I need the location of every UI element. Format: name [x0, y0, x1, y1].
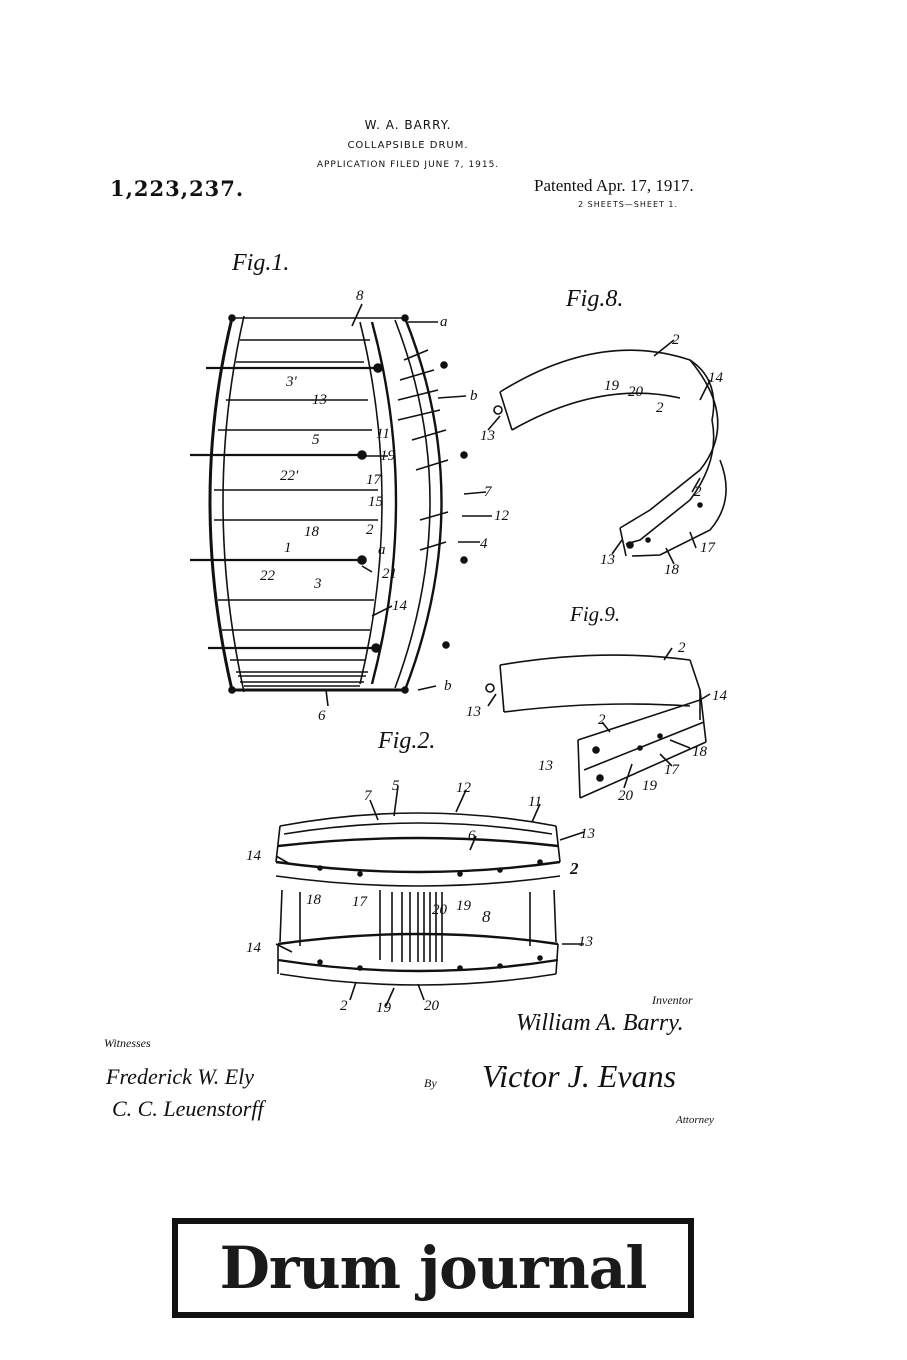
svg-text:a: a — [378, 542, 386, 558]
witnesses-label: Witnesses — [104, 1036, 151, 1050]
svg-text:4: 4 — [480, 536, 488, 552]
svg-text:22: 22 — [260, 568, 276, 584]
svg-text:14: 14 — [392, 598, 408, 614]
patent-filed-date: APPLICATION FILED JUNE 7, 1915. — [316, 160, 500, 170]
svg-text:2: 2 — [672, 332, 680, 348]
svg-text:19: 19 — [604, 378, 620, 394]
svg-text:18: 18 — [306, 892, 322, 908]
svg-text:2: 2 — [656, 400, 664, 416]
svg-text:13: 13 — [578, 934, 593, 950]
svg-text:18: 18 — [304, 524, 320, 540]
svg-text:8: 8 — [356, 288, 364, 304]
svg-text:2: 2 — [694, 484, 702, 500]
svg-text:19: 19 — [380, 448, 396, 464]
svg-text:1: 1 — [284, 540, 292, 556]
svg-text:20: 20 — [628, 384, 644, 400]
svg-text:19: 19 — [456, 898, 472, 914]
fig8-label: Fig.8. — [566, 286, 624, 312]
svg-text:17: 17 — [366, 472, 383, 488]
by-label: By — [424, 1076, 437, 1090]
fig8-segment — [493, 349, 727, 557]
svg-text:13: 13 — [480, 428, 495, 444]
fig1-label: Fig.1. — [232, 250, 290, 276]
cover-title-box: Drum journal — [172, 1218, 694, 1318]
svg-text:19: 19 — [642, 778, 658, 794]
fig2-drum — [275, 812, 561, 986]
inventor-label: Inventor — [652, 993, 693, 1007]
svg-text:22': 22' — [280, 468, 299, 484]
fig9-label: Fig.9. — [570, 602, 621, 626]
inventor-signature: William A. Barry. — [516, 1010, 684, 1036]
witness-signature-1: Frederick W. Ely — [106, 1064, 255, 1089]
svg-text:5: 5 — [312, 432, 320, 448]
svg-text:11: 11 — [528, 794, 542, 810]
svg-text:8: 8 — [482, 907, 491, 926]
patent-inventor-name: W. A. BARRY. — [364, 118, 452, 132]
svg-text:3: 3 — [313, 576, 322, 592]
svg-text:a: a — [440, 314, 448, 330]
svg-text:13: 13 — [600, 552, 615, 568]
svg-text:17: 17 — [664, 762, 681, 778]
svg-text:b: b — [470, 388, 478, 404]
patent-number: 1,223,237. — [110, 176, 245, 201]
svg-text:b: b — [444, 678, 452, 694]
svg-text:18: 18 — [664, 562, 680, 578]
patent-date: Patented Apr. 17, 1917. — [534, 176, 694, 195]
svg-text:21: 21 — [382, 566, 397, 582]
svg-text:14: 14 — [246, 940, 262, 956]
svg-text:5: 5 — [392, 778, 400, 794]
cover-title: Drum journal — [219, 1234, 648, 1302]
patent-title: COLLAPSIBLE DRUM. — [347, 140, 469, 151]
svg-text:17: 17 — [700, 540, 717, 556]
fig2-label: Fig.2. — [378, 728, 436, 754]
svg-text:13: 13 — [538, 758, 553, 774]
patent-sheets: 2 SHEETS—SHEET 1. — [578, 200, 679, 209]
svg-text:6: 6 — [468, 828, 476, 844]
svg-text:12: 12 — [456, 780, 472, 796]
svg-text:2: 2 — [366, 522, 374, 538]
svg-text:11: 11 — [376, 426, 390, 442]
svg-text:7: 7 — [364, 788, 373, 804]
svg-text:3': 3' — [285, 374, 298, 390]
svg-text:2: 2 — [598, 712, 606, 728]
svg-text:7: 7 — [484, 484, 493, 500]
svg-text:13: 13 — [312, 392, 327, 408]
attorney-label: Attorney — [676, 1114, 714, 1126]
svg-text:6: 6 — [318, 708, 326, 724]
fig1-drum — [190, 314, 468, 694]
svg-text:14: 14 — [708, 370, 724, 386]
svg-text:14: 14 — [712, 688, 728, 704]
svg-text:17: 17 — [352, 894, 369, 910]
svg-text:13: 13 — [580, 826, 595, 842]
attorney-signature: Victor J. Evans — [482, 1058, 677, 1094]
svg-text:12: 12 — [494, 508, 510, 524]
svg-text:2: 2 — [678, 640, 686, 656]
svg-text:15: 15 — [368, 494, 384, 510]
svg-text:2: 2 — [340, 998, 348, 1014]
svg-text:13: 13 — [466, 704, 481, 720]
svg-text:18: 18 — [692, 744, 708, 760]
svg-text:14: 14 — [246, 848, 262, 864]
svg-text:20: 20 — [618, 788, 634, 804]
witness-signature-2: C. C. Leuenstorff — [112, 1096, 264, 1121]
svg-text:19: 19 — [376, 1000, 392, 1016]
svg-text:20: 20 — [424, 998, 440, 1014]
svg-text:20: 20 — [432, 902, 448, 918]
svg-text:2: 2 — [569, 859, 579, 878]
